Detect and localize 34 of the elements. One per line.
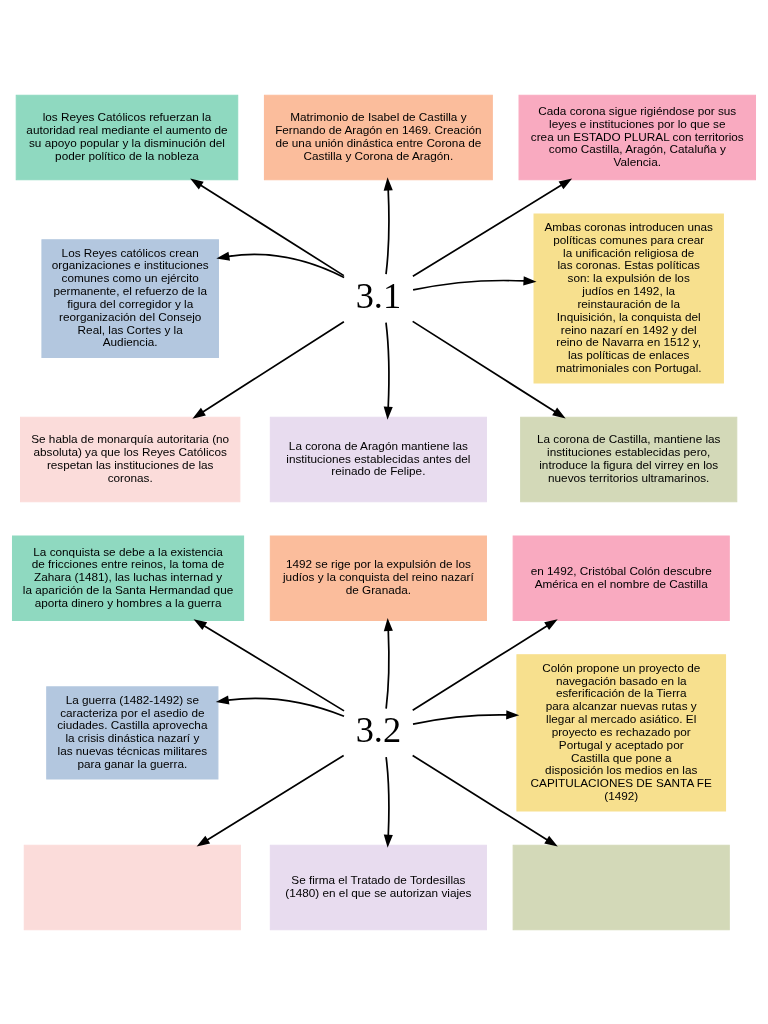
node-box: La corona de Castilla, mantiene las instituciones establecidas pero, introduce la figura del virrey en los nuevos territorios ultramarinos. [520, 416, 738, 502]
arrow [383, 176, 393, 275]
node-text: 3.1 [355, 275, 402, 316]
arrow [196, 754, 345, 847]
node-box: en 1492, Cristóbal Colón descubre América en el nombre de Castilla [512, 535, 730, 621]
node-box: La corona de Aragón mantiene las instituciones establecidas antes del reinado de Felipe. [269, 416, 487, 502]
node-box: Los Reyes católicos crean organizaciones e instituciones comunes como un ejército permanente, el refuerzo de la figura del corregidor y la reorganización del Consejo Real, las Cortes y la Audiencia. [41, 238, 219, 358]
arrow [190, 178, 345, 276]
arrow [412, 178, 573, 277]
node-box: Se firma el Tratado de Tordesillas (1480) en el que se autorizan viajes [269, 844, 487, 930]
node-box: los Reyes Católicos refuerzan la autoridad real mediante el aumento de su apoyo popular y la disminución del poder político de la nobleza [15, 94, 239, 180]
arrow [383, 617, 393, 709]
arrow [192, 320, 345, 419]
arrow [383, 755, 393, 848]
node-box: La conquista se debe a la existencia de fricciones entre reinos, la toma de Zahara (1481), las luchas internad y la aparición de la Santa Hermandad que aporta dinero y hombres a la guerra [11, 535, 245, 621]
node-box [512, 844, 730, 930]
arrow [216, 251, 345, 278]
node-box: 1492 se rige por la expulsión de los judíos y la conquista del reino nazarí de Granada. [269, 535, 487, 621]
arrow [383, 321, 393, 420]
arrow [411, 618, 558, 711]
arrow [215, 694, 345, 717]
node-box: La guerra (1482-1492) se caracteriza por el asedio de ciudades. Castilla aprovecha la crisis dinástica nazarí y las nuevas técnicas militares para ganar la guerra. [46, 685, 219, 779]
node-box: Matrimonio de Isabel de Castilla y Fernando de Aragón en 1469. Creación de una unión dinástica entre Corona de Castilla y Corona de Aragón. [263, 94, 493, 180]
arrow [412, 275, 537, 291]
arrow [412, 709, 520, 725]
node-text: 3.2 [355, 709, 402, 750]
arrow [411, 320, 566, 418]
node-box: Colón propone un proyecto de navegación basado en la esferificación de la Tierra para alcanzar nuevas rutas y llegar al mercado asiático. El proyecto es rechazado por Portugal y aceptado por Castilla que pone a disposición los medios en las CAPITULACIONES DE SANTA FE (1492) [516, 653, 727, 811]
arrow [411, 754, 558, 847]
arrow [193, 618, 345, 712]
node-box: Cada corona sigue rigiéndose por sus leyes e instituciones por lo que se crea un ESTADO PLURAL con territorios como Castilla, Aragón, Cataluña y Valencia. [518, 94, 757, 180]
node-box: Ambas coronas introducen unas políticas comunes para crear la unificación religiosa de las coronas. Estas políticas son: la expulsión de los judíos en 1492, la reinstauración de la Inquisición, la conquista del reino nazarí en 1492 y del reino de Navarra en 1512 y, las políticas de enlaces matrimoniales con Portugal. [533, 213, 724, 384]
node-box [23, 844, 241, 930]
node-box: Se habla de monarquía autoritaria (no absoluta) ya que los Reyes Católicos respetan las instituciones de las coronas. [20, 416, 241, 502]
